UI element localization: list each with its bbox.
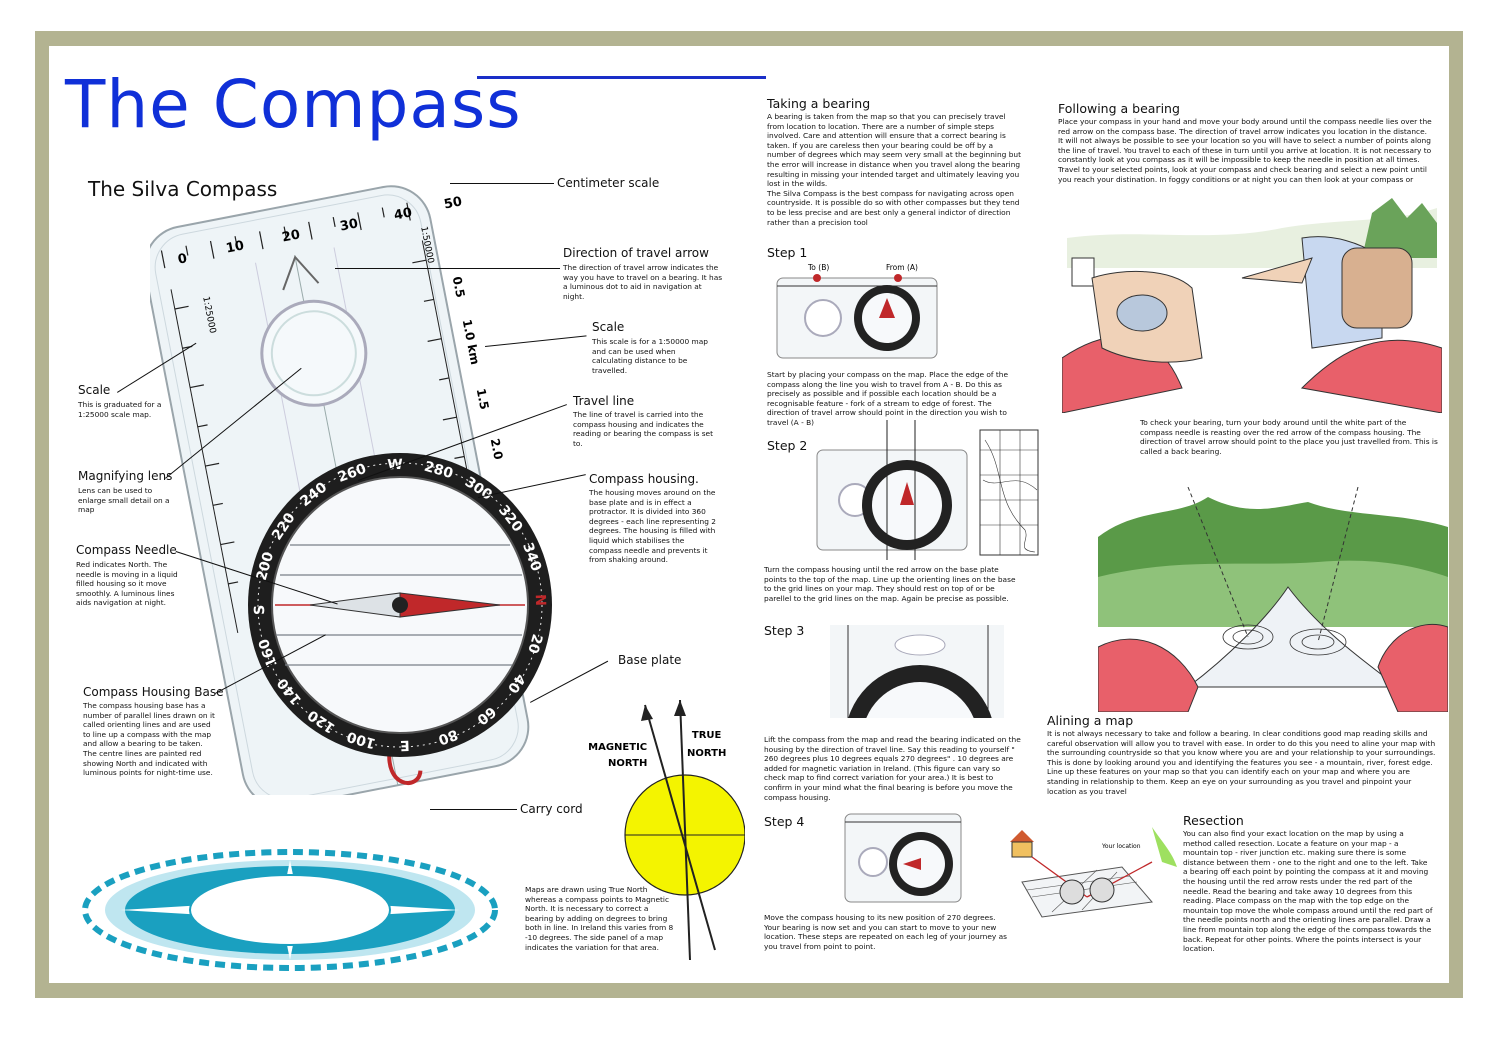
- callout-scale-left-title: Scale: [78, 383, 111, 397]
- callout-carry-cord: Carry cord: [520, 802, 583, 816]
- bezel-number: W: [387, 457, 403, 474]
- step-1-from-label: From (A): [886, 263, 918, 272]
- magnetic-north-label-line-1: MAGNETIC: [588, 742, 648, 753]
- callout-housing-base-body: The compass housing base has a number of…: [83, 701, 215, 778]
- page-subtitle: The Silva Compass: [88, 177, 278, 201]
- bezel-number: 20: [524, 632, 545, 655]
- bezel-number: 100: [345, 728, 378, 752]
- magnetic-north-label-line-2: NORTH: [608, 758, 648, 769]
- step-4-title: Step 4: [764, 814, 805, 829]
- true-north-label-line-1: TRUE: [691, 730, 722, 741]
- following-bearing-illustration: [1062, 198, 1442, 413]
- step-4-illustration: [844, 813, 962, 903]
- alining-map-title: Alining a map: [1047, 713, 1134, 728]
- leader-line: [335, 268, 560, 269]
- leader-line: [430, 809, 517, 810]
- callout-compass-housing-body: The housing moves around on the base pla…: [589, 488, 716, 565]
- resection-your-location-label: Your location: [1102, 843, 1141, 850]
- step-1-illustration: [776, 274, 938, 359]
- callout-direction-arrow-title: Direction of travel arrow: [563, 246, 709, 260]
- resection-body: You can also find your exact location on…: [1183, 829, 1433, 954]
- bezel-number: S: [252, 605, 268, 616]
- callout-direction-arrow-body: The direction of travel arrow indicates …: [563, 263, 723, 301]
- north-diagram: [624, 699, 745, 961]
- callout-travel-line-body: The line of travel is carried into the c…: [573, 410, 713, 448]
- callout-compass-needle-title: Compass Needle: [76, 543, 177, 557]
- step-2-body: Turn the compass housing until the red a…: [764, 565, 1016, 603]
- taking-bearing-body: A bearing is taken from the map so that …: [767, 112, 1021, 227]
- callout-base-plate: Base plate: [618, 653, 682, 667]
- callout-travel-line-title: Travel line: [573, 394, 635, 408]
- leader-line: [450, 183, 554, 184]
- following-bearing-body: Place your compass in your hand and move…: [1058, 117, 1432, 184]
- callout-magnifying-lens-title: Magnifying lens: [78, 469, 173, 483]
- alining-map-body: It is not always necessary to take and f…: [1047, 729, 1436, 796]
- callout-magnifying-lens-body: Lens can be used to enlarge small detail…: [78, 486, 170, 515]
- page-title: The Compass: [65, 66, 522, 143]
- resection-title: Resection: [1183, 813, 1244, 828]
- step-2-illustration: [816, 420, 1039, 560]
- callout-scale-right-title: Scale: [592, 320, 625, 334]
- callout-centimeter-scale: Centimeter scale: [557, 176, 660, 190]
- step-3-title: Step 3: [764, 623, 805, 638]
- following-bearing-title: Following a bearing: [1058, 101, 1180, 116]
- resection-illustration: [1010, 827, 1177, 918]
- bezel-number: 280: [422, 459, 455, 483]
- callout-compass-needle-body: Red indicates North. The needle is movin…: [76, 560, 178, 608]
- true-north-label-line-2: NORTH: [687, 748, 727, 759]
- bezel-number: 200: [254, 550, 278, 583]
- callout-scale-right-body: This scale is for a 1:50000 map and can …: [592, 337, 708, 375]
- taking-bearing-title: Taking a bearing: [767, 96, 871, 111]
- step-1-to-label: To (B): [808, 263, 830, 272]
- step-1-title: Step 1: [767, 245, 808, 260]
- callout-scale-left-body: This is graduated for a 1:25000 scale ma…: [78, 400, 162, 419]
- true-north-label: TRUE NORTH: [687, 727, 726, 763]
- title-underline: [477, 76, 766, 79]
- step-1-body: Start by placing your compass on the map…: [767, 370, 1009, 427]
- bezel-number: N: [532, 594, 548, 606]
- step-4-body: Move the compass housing to its new posi…: [764, 913, 1007, 951]
- callout-housing-base-title: Compass Housing Base: [83, 685, 224, 699]
- bezel-number: E: [400, 737, 410, 753]
- step-3-body: Lift the compass from the map and read t…: [764, 735, 1021, 802]
- back-bearing-text: To check your bearing, turn your body ar…: [1140, 418, 1438, 456]
- step-2-title: Step 2: [767, 438, 808, 453]
- step-3-illustration: [830, 625, 1004, 718]
- magnetic-north-label: MAGNETIC NORTH: [588, 740, 647, 772]
- bezel-number: 80: [436, 726, 460, 748]
- callout-compass-housing-title: Compass housing.: [589, 472, 699, 486]
- north-diagram-caption: Maps are drawn using True North whereas …: [525, 885, 674, 952]
- compass-rose-illustration: [82, 849, 498, 971]
- alining-map-illustration: [1098, 487, 1448, 712]
